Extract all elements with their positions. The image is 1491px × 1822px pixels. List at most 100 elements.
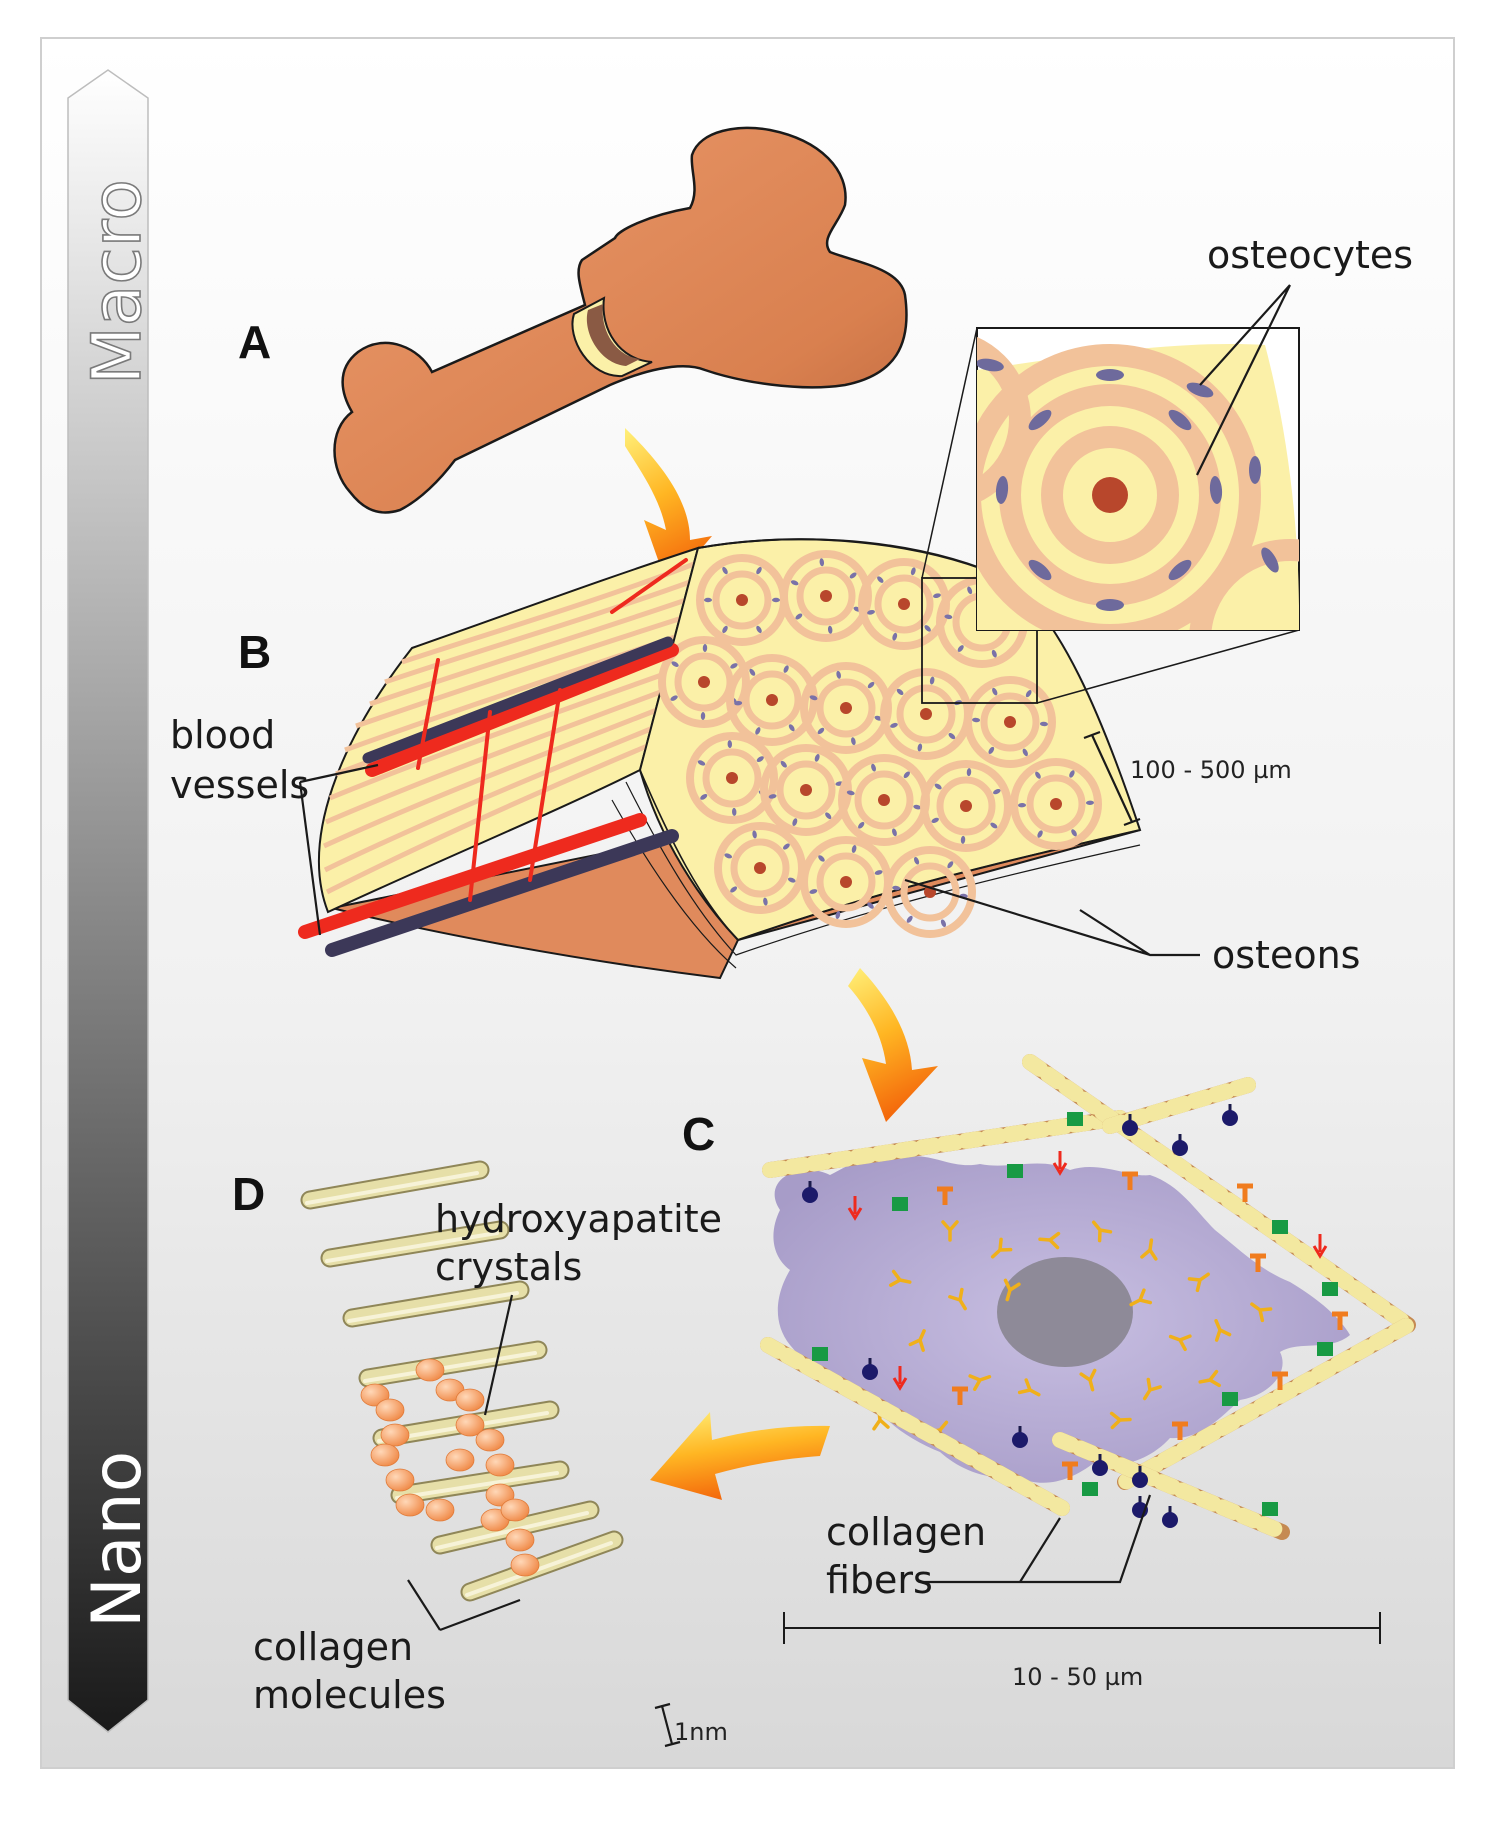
receptor-icon [1187, 1272, 1210, 1293]
osteocyte-cell-small [836, 670, 841, 679]
crystal-particle [475, 1428, 505, 1452]
leader-collagen-fibers [922, 1494, 1152, 1584]
integrin-marker [862, 1364, 878, 1380]
osteocyte-cell-small [917, 743, 923, 752]
osteocyte-cell-small [992, 687, 998, 696]
osteon [658, 636, 750, 728]
crystal-particle [375, 1398, 405, 1422]
label-blood: blood [170, 713, 275, 757]
receptor-icon [1079, 1368, 1097, 1392]
osteon [964, 676, 1056, 768]
osteocyte-cell-small [871, 763, 876, 772]
osteocyte-icon [1186, 382, 1214, 398]
crystal-particle [380, 1423, 410, 1447]
signal-arrow [892, 1366, 908, 1391]
osteocyte-cell-small [877, 576, 884, 583]
integrin-marker [1122, 1120, 1138, 1136]
osteocyte-cell-small [851, 737, 856, 746]
adhesion-markers [802, 1104, 1348, 1528]
crystal-particle [370, 1443, 400, 1467]
osteocyte-cell-small [787, 877, 796, 883]
osteocyte-cell-small [990, 822, 998, 829]
crystal-particle [485, 1453, 515, 1477]
osteon [880, 668, 972, 760]
osteocyte-cell-small [903, 771, 910, 779]
osteocyte-icon [1209, 476, 1223, 504]
receptor-icon [948, 1287, 967, 1311]
osteocyte-cell-small [732, 807, 737, 816]
osteocyte-cell-small [671, 661, 679, 667]
receptor-marker [1062, 1461, 1078, 1480]
osteocyte-cell-small [727, 740, 732, 749]
osteocyte-cell-small [892, 828, 897, 837]
osteon [884, 846, 976, 938]
osteocyte-icon [1028, 559, 1052, 581]
osteocyte-cell-small [827, 625, 833, 634]
ligand-marker [1007, 1164, 1023, 1178]
receptor-icon [1109, 1411, 1132, 1430]
label-collagen-fibers-2: fibers [826, 1558, 933, 1602]
osteocyte-cell-small [929, 676, 935, 685]
osteocyte-cell-small [768, 794, 777, 799]
femur-bone-illustration [333, 126, 908, 514]
osteocyte-cell-small [756, 625, 762, 634]
collagen-molecule [342, 1280, 530, 1328]
osteocyte-cell-small [818, 855, 825, 862]
hydroxyapatite-crystals [360, 1358, 540, 1577]
osteocyte-cell-small [867, 609, 875, 615]
integrin-marker [1012, 1432, 1028, 1448]
label-collagen-fibers-1: collagen [826, 1510, 986, 1554]
osteocyte-cell-small [934, 783, 942, 790]
osteocyte-cell-small [957, 645, 964, 652]
osteocyte-cell-small [697, 760, 706, 766]
receptor-marker [1332, 1311, 1348, 1330]
receptor-marker [937, 1186, 953, 1205]
osteocyte-cell-small [913, 856, 920, 865]
integrin-marker [1222, 1110, 1238, 1126]
osteocyte-cell-small [858, 821, 865, 829]
osteocyte-cell-small [913, 804, 922, 810]
collagen-fibers [760, 1054, 1416, 1540]
receptor-icon [1038, 1231, 1061, 1250]
osteocyte-cell-small [849, 572, 857, 579]
osteocyte-icon [1261, 547, 1279, 573]
receptor-marker [1250, 1253, 1266, 1272]
osteocyte-icon [1028, 409, 1052, 431]
osteocyte-cell-small [851, 845, 857, 853]
osteocyte-cell-small [752, 830, 757, 839]
receptor-icon [968, 1374, 992, 1391]
integrin-marker [1162, 1512, 1178, 1528]
osteocyte-cell-small [1018, 803, 1027, 808]
osteocyte-cell-small [947, 861, 954, 869]
osteocyte-cell-small [749, 668, 756, 676]
receptor-icon [1214, 1319, 1232, 1342]
label-collagen-molecules-2: molecules [253, 1673, 446, 1717]
receptor-marker [1172, 1421, 1188, 1440]
integrin-marker [1132, 1472, 1148, 1488]
size-bracket-osteon [1083, 730, 1141, 827]
osteocyte-cell-small [783, 665, 789, 673]
leader-hydroxyapatite [483, 1294, 514, 1416]
label-hydroxyapatite: hydroxyapatite [435, 1197, 722, 1241]
osteocyte-cell-small [896, 688, 904, 696]
receptor-icon [1250, 1302, 1273, 1323]
osteocyte-cell-small [874, 870, 883, 875]
osteon [696, 554, 788, 646]
osteon [780, 550, 872, 642]
osteocyte-cell-small [991, 649, 997, 658]
receptor-marker [1237, 1183, 1253, 1202]
osteocyte-cell-small [756, 566, 762, 575]
size-bracket-molecule [654, 1702, 681, 1748]
osteocyte-cell-small [722, 566, 728, 575]
osteocyte-cell-small [763, 897, 768, 906]
osteocyte-cell-small [817, 727, 825, 735]
crystal-particle [505, 1528, 535, 1552]
ligand-marker [1272, 1220, 1288, 1234]
label-size-cell: 10 - 50 µm [1012, 1663, 1143, 1691]
osteocyte-cell-small [809, 889, 818, 894]
crystal-particle [395, 1493, 425, 1517]
label-osteons: osteons [1212, 933, 1360, 977]
signal-arrow [847, 1196, 863, 1221]
crystal-particle [415, 1358, 445, 1382]
